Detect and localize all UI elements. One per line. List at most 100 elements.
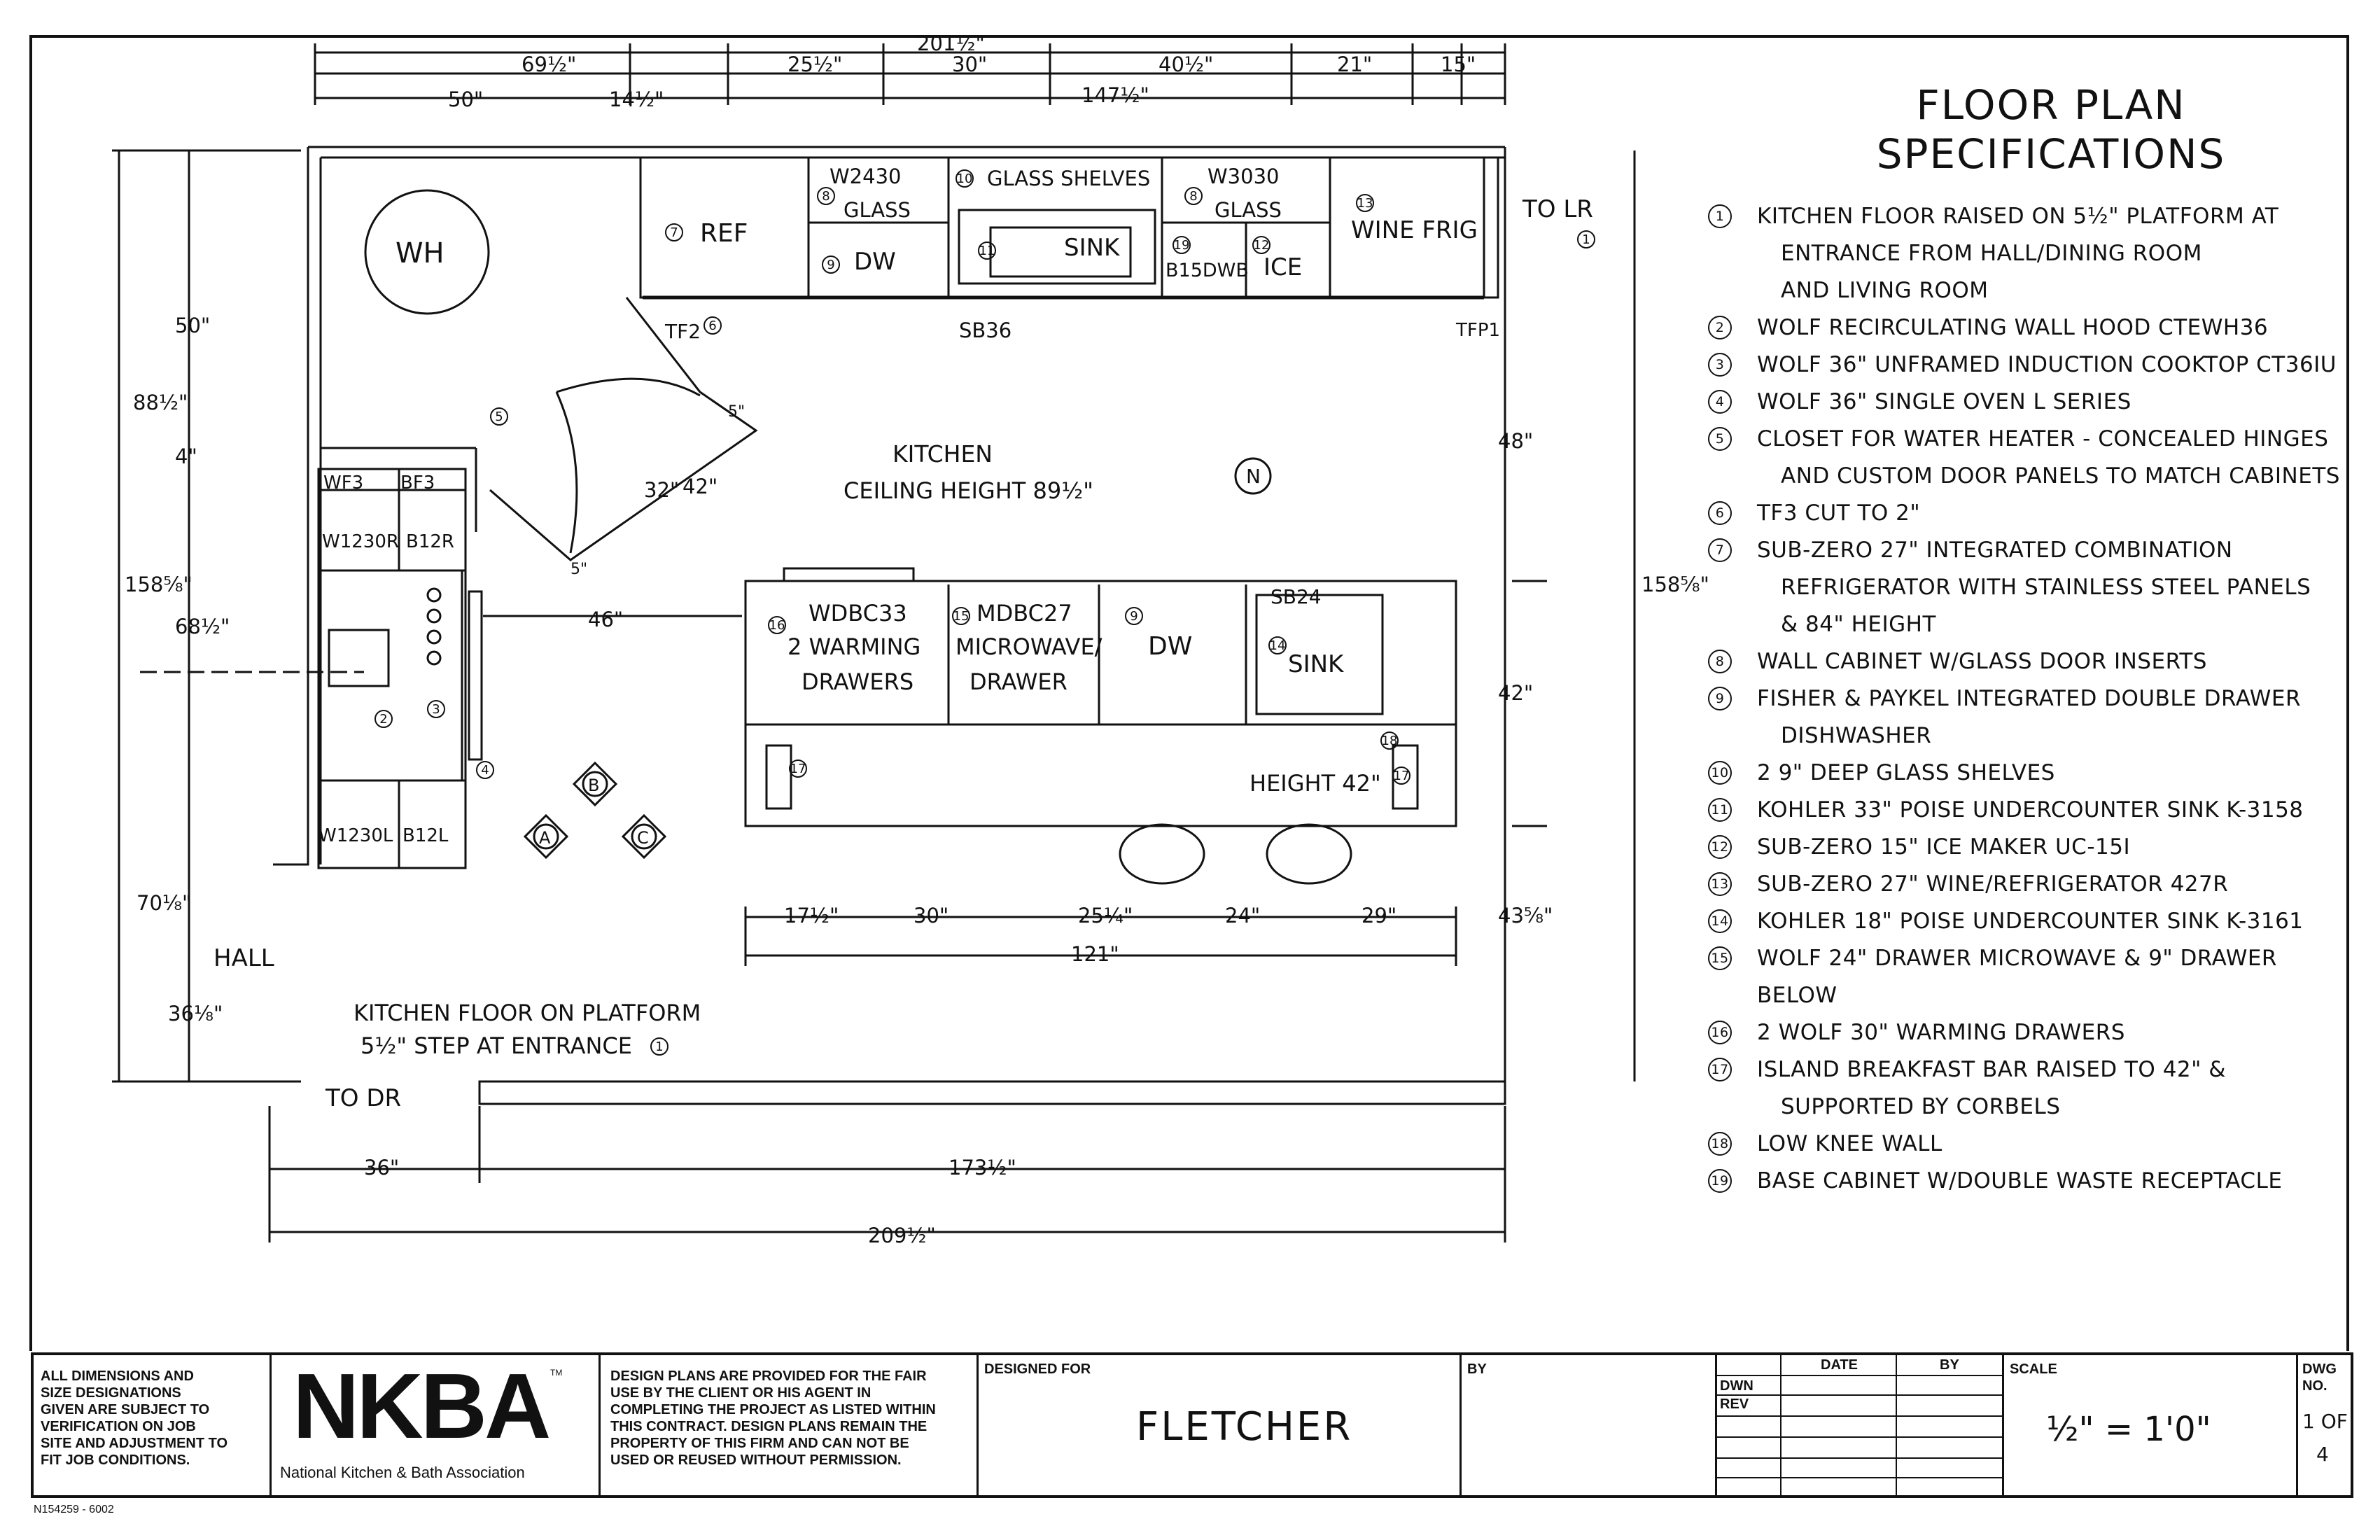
svg-text:13: 13 [1357, 196, 1373, 211]
svg-text:5½" STEP AT ENTRANCE: 5½" STEP AT ENTRANCE [360, 1032, 632, 1059]
spec-item: 3 WOLF 36" UNFRAMED INDUCTION COOKTOP CT3… [1708, 346, 2352, 384]
date-label: DATE [1821, 1357, 1858, 1373]
spec-number: 1 [1708, 204, 1732, 228]
svg-text:21": 21" [1337, 52, 1372, 76]
sheet-code: N154259 - 6002 [34, 1504, 114, 1516]
spec-line: ENTRANCE FROM HALL/DINING ROOM [1781, 241, 2202, 266]
svg-text:48": 48" [1498, 429, 1533, 453]
svg-text:B12L: B12L [402, 825, 449, 846]
logo-cell: NKBA TM National Kitchen & Bath Associat… [272, 1355, 601, 1495]
svg-text:40½": 40½" [1158, 52, 1213, 76]
svg-text:W1230R: W1230R [322, 531, 399, 552]
spec-number: 17 [1708, 1058, 1732, 1082]
svg-text:25¼": 25¼" [1078, 904, 1133, 927]
spec-line: DISHWASHER [1781, 723, 1932, 748]
svg-text:19: 19 [1174, 238, 1190, 253]
svg-text:A: A [539, 828, 551, 848]
spec-line: TF3 CUT TO 2" [1757, 500, 1921, 526]
designed-for-label: DESIGNED FOR [984, 1362, 1091, 1377]
spec-line: WOLF 36" SINGLE OVEN L SERIES [1757, 389, 2132, 414]
svg-text:30": 30" [913, 904, 948, 927]
svg-text:3: 3 [432, 702, 440, 717]
svg-text:2: 2 [379, 712, 387, 727]
spec-line: WOLF 36" UNFRAMED INDUCTION COOKTOP CT36… [1757, 352, 2337, 377]
north-arrow [1234, 457, 1272, 495]
svg-text:11: 11 [979, 244, 995, 258]
text-line: GIVEN ARE SUBJECT TO [41, 1402, 210, 1418]
water-heater [364, 189, 490, 315]
text-line: THIS CONTRACT. DESIGN PLANS REMAIN THE [610, 1419, 927, 1434]
svg-text:DW: DW [854, 248, 896, 276]
spec-line: SUB-ZERO 15" ICE MAKER UC-15I [1757, 834, 2131, 860]
svg-text:69½": 69½" [522, 52, 576, 76]
by2-label: BY [1940, 1357, 1959, 1373]
by-cell: BY [1462, 1355, 1717, 1495]
svg-text:12: 12 [1254, 238, 1270, 253]
spec-line: WALL CABINET W/GLASS DOOR INSERTS [1757, 649, 2207, 674]
spec-title: FLOOR PLAN SPECIFICATIONS [1876, 81, 2226, 178]
svg-text:18: 18 [1382, 734, 1398, 748]
scale-cell: SCALE ½" = 1'0" [2004, 1355, 2298, 1495]
svg-text:KITCHEN: KITCHEN [892, 440, 993, 468]
svg-text:BF3: BF3 [400, 472, 435, 493]
spec-number: 15 [1708, 946, 1732, 970]
spec-number: 3 [1708, 353, 1732, 377]
svg-text:30": 30" [952, 52, 987, 76]
drawing-number-cell: DWG NO. 1 OF 4 [2302, 1362, 2348, 1466]
svg-text:WH: WH [396, 237, 444, 270]
svg-text:5: 5 [495, 410, 503, 424]
svg-text:HEIGHT 42": HEIGHT 42" [1250, 770, 1381, 797]
svg-text:WINE FRIG: WINE FRIG [1351, 216, 1478, 244]
svg-text:REF: REF [700, 219, 748, 248]
spec-number: 19 [1708, 1169, 1732, 1193]
dim-top-overall: 201½" [917, 31, 985, 55]
svg-text:16: 16 [769, 618, 785, 633]
spec-line: WOLF RECIRCULATING WALL HOOD CTEWH36 [1757, 315, 2269, 340]
svg-text:121": 121" [1071, 942, 1119, 966]
svg-text:KITCHEN FLOOR ON PLATFORM: KITCHEN FLOOR ON PLATFORM [354, 1000, 701, 1026]
svg-text:14: 14 [1270, 638, 1286, 653]
svg-text:DRAWERS: DRAWERS [802, 668, 913, 695]
spec-number: 11 [1708, 798, 1732, 822]
svg-text:50": 50" [175, 314, 210, 337]
designed-for-cell: DESIGNED FOR FLETCHER [979, 1355, 1462, 1495]
svg-text:17: 17 [1394, 769, 1410, 783]
island [744, 580, 1457, 827]
spec-line: 2 WOLF 30" WARMING DRAWERS [1757, 1020, 2125, 1045]
spec-line: KITCHEN FLOOR RAISED ON 5½" PLATFORM AT [1757, 204, 2279, 229]
svg-text:W2430: W2430 [830, 164, 901, 188]
spec-number: 7 [1708, 538, 1732, 562]
spec-item: 2 WOLF RECIRCULATING WALL HOOD CTEWH36 [1708, 309, 2352, 346]
nkba-logo: NKBA [293, 1354, 551, 1457]
spec-line: ISLAND BREAKFAST BAR RAISED TO 42" & [1757, 1057, 2226, 1082]
svg-text:W1230L: W1230L [318, 825, 393, 846]
logo-subtitle: National Kitchen & Bath Association [280, 1464, 525, 1481]
text-line: USED OR REUSED WITHOUT PERMISSION. [610, 1452, 902, 1468]
svg-text:TO LR: TO LR [1522, 195, 1593, 223]
spec-number: 10 [1708, 761, 1732, 785]
spec-line: AND LIVING ROOM [1781, 278, 1989, 303]
svg-text:8: 8 [1189, 189, 1197, 204]
rev-label: REV [1720, 1396, 1749, 1412]
drawing-total: 4 [2316, 1443, 2329, 1466]
svg-text:TFP1: TFP1 [1455, 320, 1500, 341]
svg-text:5": 5" [570, 561, 587, 578]
svg-text:MDBC27: MDBC27 [976, 600, 1072, 626]
svg-text:DW: DW [1148, 632, 1192, 661]
svg-text:1: 1 [1582, 232, 1590, 247]
spec-number: 2 [1708, 316, 1732, 340]
text-line: SIZE DESIGNATIONS [41, 1385, 181, 1401]
svg-text:W3030: W3030 [1208, 164, 1279, 188]
spec-number: 6 [1708, 501, 1732, 525]
svg-text:GLASS: GLASS [1214, 198, 1282, 222]
